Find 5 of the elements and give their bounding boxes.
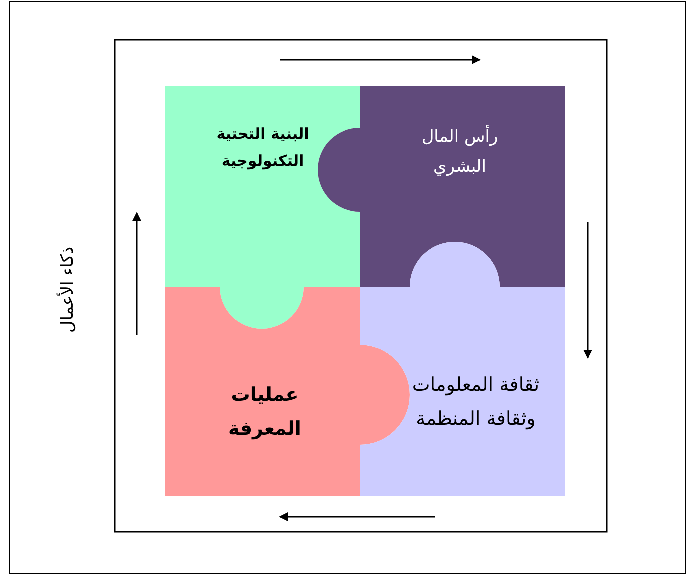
piece-label: عمليات المعرفة (228, 383, 302, 442)
piece-label: رأس المال البشري (420, 124, 500, 180)
piece-label: البنية التحتية التكنولوجية (216, 124, 310, 172)
piece-label: ثقافة المعلومات وثقافة المنظمة (411, 373, 541, 432)
side-label: ذكاء الأعمال (57, 246, 80, 334)
